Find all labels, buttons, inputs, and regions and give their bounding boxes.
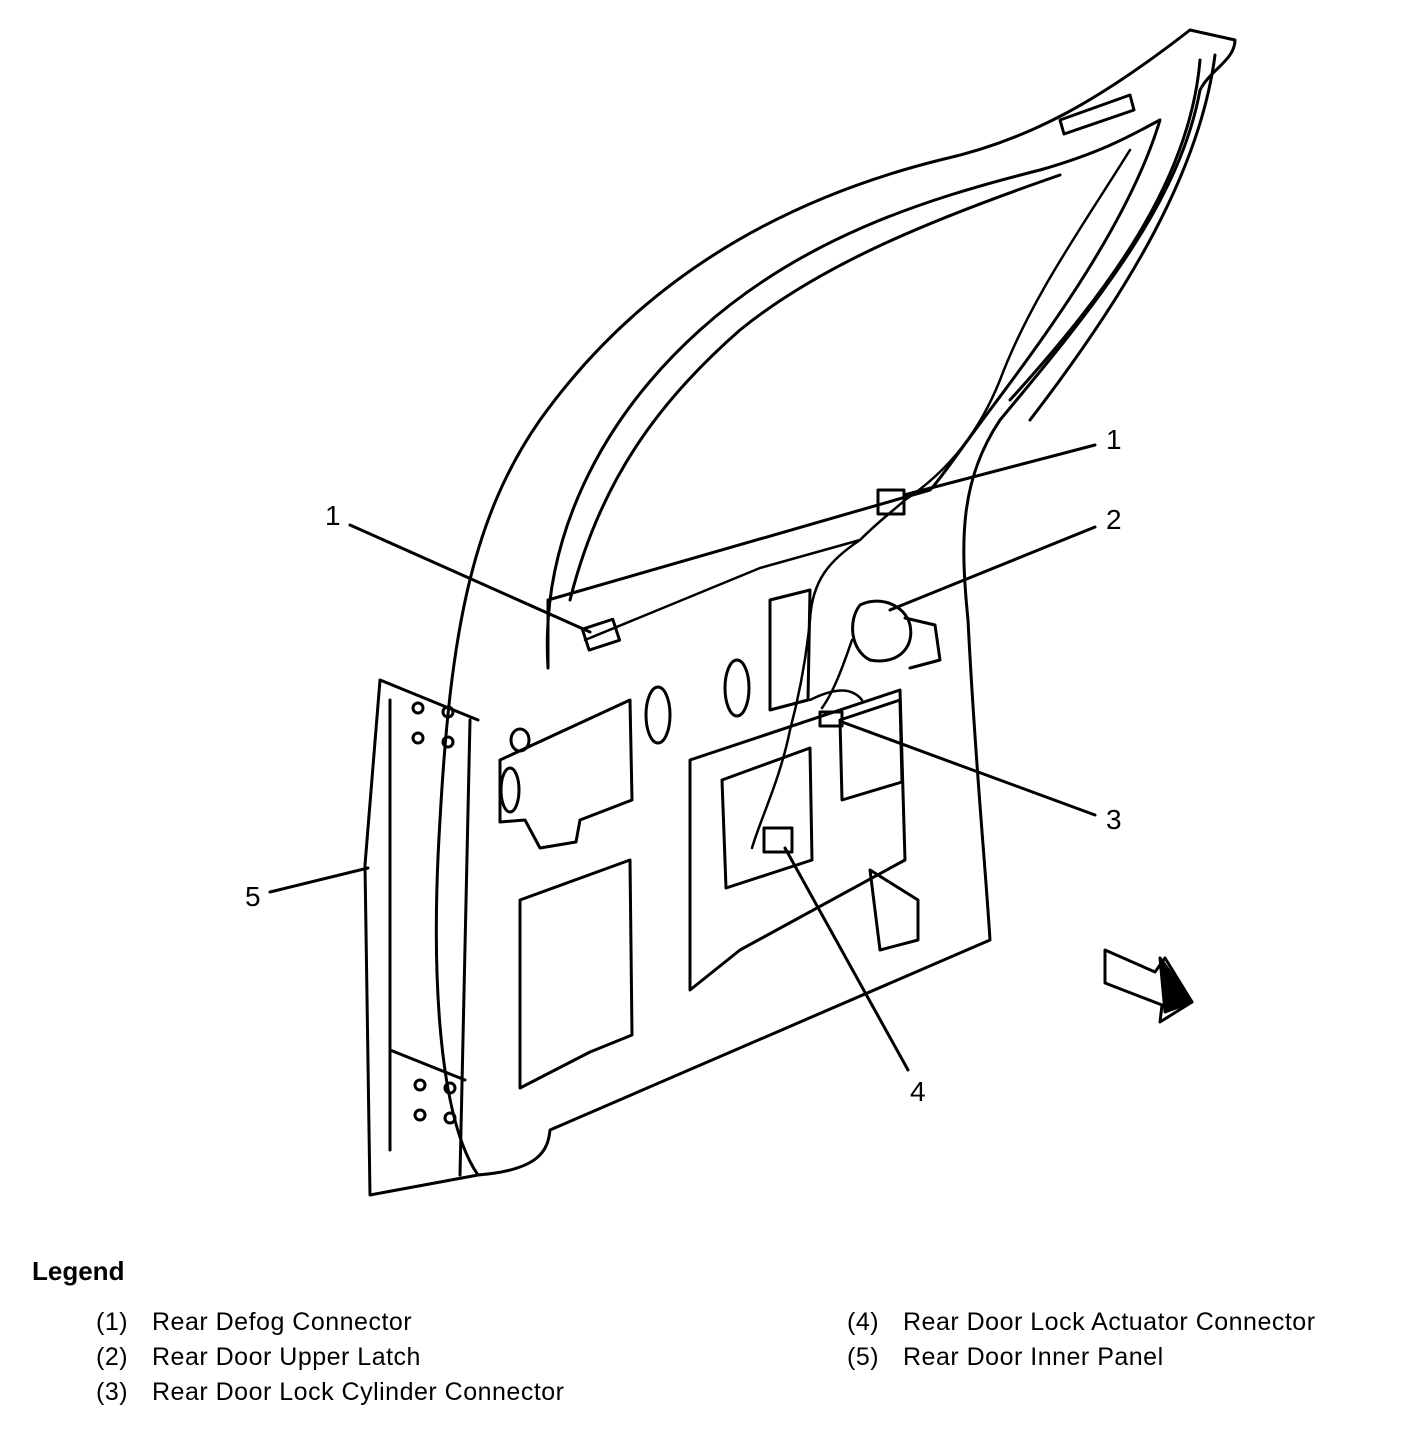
legend-item-4: (4) Rear Door Lock Actuator Connector [847, 1308, 1316, 1337]
legend-item-label: Rear Door Lock Cylinder Connector [152, 1378, 565, 1406]
legend-item-label: Rear Door Inner Panel [903, 1343, 1164, 1371]
callout-4: 4 [910, 1076, 926, 1107]
legend-item-5: (5) Rear Door Inner Panel [847, 1343, 1164, 1372]
callout-3: 3 [1106, 804, 1122, 835]
leader-5 [268, 866, 370, 894]
callout-2: 2 [1106, 504, 1122, 535]
legend-item-3: (3) Rear Door Lock Cylinder Connector [96, 1378, 565, 1407]
right-edge-strip [1008, 53, 1217, 422]
window-opening [545, 118, 1162, 670]
legend-item-number: (5) [847, 1343, 880, 1371]
legend-item-1: (1) Rear Defog Connector [96, 1308, 412, 1337]
upper-left-cutout [498, 698, 634, 850]
leader-1-right [902, 443, 1097, 497]
center-cutout [688, 688, 907, 992]
latch-bracket [768, 588, 812, 712]
door-outer-frame [434, 28, 1237, 1177]
right-lower-tab [868, 868, 920, 952]
legend-title: Legend [32, 1256, 125, 1286]
harness-to-top [903, 148, 1132, 502]
leader-3 [840, 720, 1097, 817]
door-panel-diagram [268, 28, 1237, 1197]
actuator-connector-shape [762, 826, 794, 854]
right-cutout [838, 698, 904, 802]
legend-item-2: (2) Rear Door Upper Latch [96, 1343, 421, 1372]
leader-1-left [348, 523, 592, 634]
legend-item-label: Rear Door Lock Actuator Connector [903, 1308, 1316, 1336]
legend-item-number: (3) [96, 1378, 129, 1406]
legend-item-number: (1) [96, 1308, 129, 1336]
callout-5: 5 [245, 881, 261, 912]
upper-latch [851, 599, 913, 663]
legend-item-label: Rear Door Upper Latch [152, 1343, 421, 1371]
window-inner-edge [568, 173, 1062, 602]
leader-4 [783, 846, 910, 1072]
legend-item-label: Rear Defog Connector [152, 1308, 413, 1336]
leader-2 [888, 525, 1097, 612]
left-pillar [363, 678, 480, 1197]
callout-1-right: 1 [1106, 424, 1122, 455]
legend-item-number: (2) [96, 1343, 129, 1371]
callout-1-left: 1 [325, 500, 341, 531]
lock-cylinder-connector-shape [818, 710, 844, 728]
direction-arrow [1103, 948, 1194, 1024]
center-inner-box [720, 746, 814, 890]
top-rail-slot [1058, 93, 1136, 136]
legend-item-number: (4) [847, 1308, 880, 1336]
defog-connector-right-shape [876, 488, 906, 516]
lower-left-cutout [518, 858, 634, 1090]
defog-connector-left-shape [580, 617, 622, 652]
